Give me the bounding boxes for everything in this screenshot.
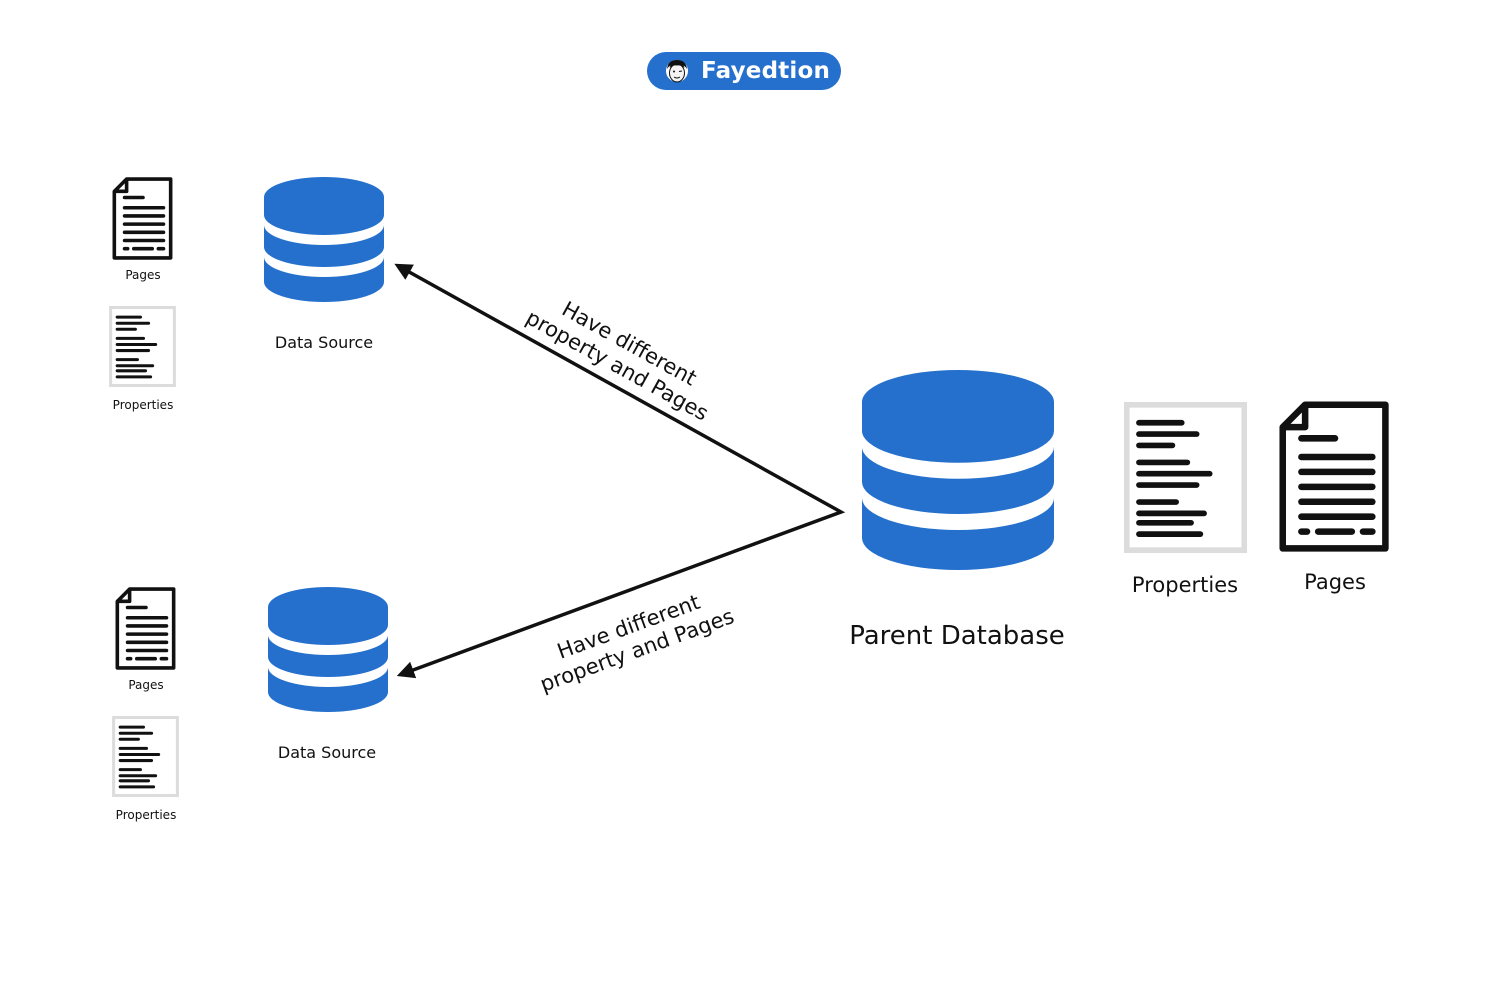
properties-icon [112, 716, 179, 797]
brand-badge: Fayedtion [647, 52, 841, 90]
arrow-to-top-source [394, 263, 846, 679]
properties-label: Properties [112, 398, 174, 412]
properties-label: Properties [115, 808, 177, 822]
parent-properties-label: Properties [1131, 573, 1239, 597]
pages-label: Pages [128, 678, 164, 692]
data-source-label-bottom: Data Source [277, 743, 377, 762]
pages-icon [112, 177, 174, 261]
data-source-label-top: Data Source [274, 333, 374, 352]
database-icon [268, 587, 388, 712]
parent-database-label: Parent Database [849, 621, 1065, 651]
pages-icon [115, 587, 177, 671]
database-icon [264, 177, 384, 302]
properties-icon [109, 306, 176, 387]
parent-database-icon [862, 370, 1054, 570]
pages-label: Pages [125, 268, 161, 282]
cartoon-face-icon [666, 60, 688, 83]
brand-name: Fayedtion [701, 58, 831, 84]
parent-pages-icon [1279, 401, 1391, 554]
parent-properties-icon [1124, 402, 1247, 553]
parent-pages-label: Pages [1304, 570, 1366, 594]
